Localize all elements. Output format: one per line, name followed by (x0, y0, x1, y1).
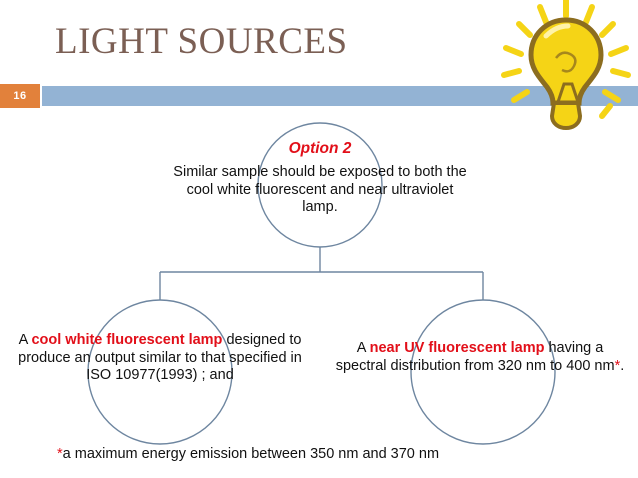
page-title: LIGHT SOURCES (55, 21, 348, 62)
bulb-filament (556, 82, 580, 103)
bulb-glass (528, 17, 604, 106)
option-label: Option 2 (288, 140, 352, 157)
header-accent-bar (42, 86, 638, 106)
left-node-prefix: A (18, 332, 32, 348)
bulb-inner-mark (555, 51, 577, 73)
left-node-body: designed to produce an output similar to… (18, 332, 302, 384)
bulb-highlight (543, 23, 571, 39)
right-node-footnote-marker: * (614, 357, 621, 374)
left-node-highlight: cool white fluorescent lamp (31, 332, 223, 348)
footnote: *a maximum energy emission between 350 n… (57, 446, 487, 463)
footnote-text: a maximum energy emission between 350 nm… (62, 446, 440, 462)
right-node-body: having a spectral distribution from 320 … (335, 340, 615, 374)
top-node-text: Option 2 Similar sample should be expose… (169, 140, 471, 217)
right-node-prefix: A (356, 340, 370, 356)
footnote-marker: * (57, 446, 63, 462)
bulb-rays (501, 0, 631, 119)
left-node-text: A cool white fluorescent lamp designed t… (10, 332, 310, 385)
lightbulb-icon (501, 0, 631, 130)
slide-number-badge: 16 (0, 84, 40, 108)
right-node-body-end: . (620, 357, 625, 374)
right-node-highlight: near UV fluorescent lamp (369, 340, 545, 356)
right-node-text: A near UV fluorescent lamp having a spec… (330, 340, 630, 375)
bulb-base (549, 101, 583, 130)
top-node-body: Similar sample should be exposed to both… (173, 163, 467, 216)
